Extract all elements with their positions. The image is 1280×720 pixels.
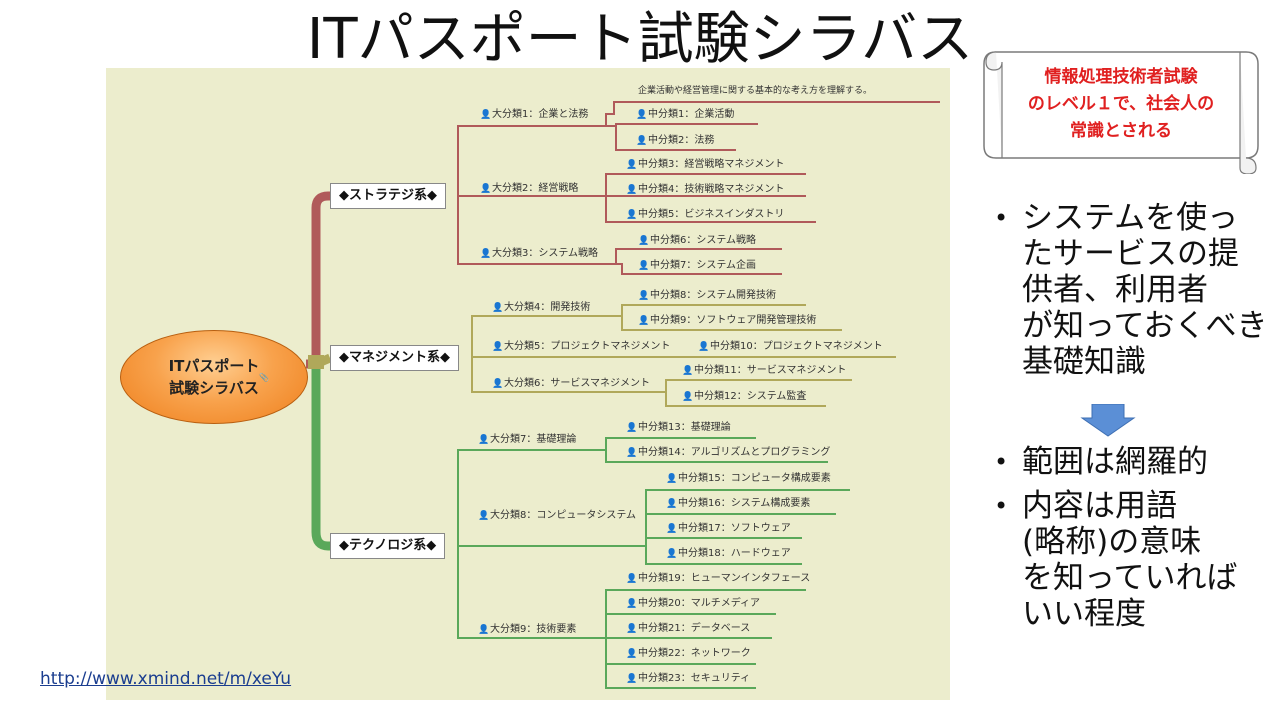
callout-line2: のレベル１で、社会人の bbox=[1027, 94, 1215, 114]
node-s14[interactable]: 👤中分類14：アルゴリズムとプログラミング bbox=[626, 447, 831, 458]
node-s17[interactable]: 👤中分類17：ソフトウェア bbox=[666, 523, 791, 534]
person-icon: 👤 bbox=[478, 511, 490, 521]
technology-branches bbox=[457, 437, 850, 689]
down-arrow-icon bbox=[1080, 404, 1136, 437]
person-icon: 👤 bbox=[626, 574, 638, 584]
person-icon: 👤 bbox=[626, 160, 638, 170]
person-icon: 👤 bbox=[480, 184, 492, 194]
node-m9[interactable]: 👤大分類9：技術要素 bbox=[478, 624, 577, 635]
category-strategy[interactable]: ◆ストラテジ系◆ bbox=[330, 183, 446, 209]
node-s22[interactable]: 👤中分類22：ネットワーク bbox=[626, 648, 751, 659]
node-s11[interactable]: 👤中分類11：サービスマネジメント bbox=[682, 365, 847, 376]
person-icon: 👤 bbox=[626, 185, 638, 195]
node-s13[interactable]: 👤中分類13：基礎理論 bbox=[626, 422, 731, 433]
person-icon: 👤 bbox=[638, 291, 650, 301]
node-s10[interactable]: 👤中分類10：プロジェクトマネジメント bbox=[698, 341, 883, 352]
person-icon: 👤 bbox=[666, 474, 678, 484]
bullet-list-2: • 範囲は網羅的 • 内容は用語 (略称)の意味 を知っていれば いい程度 bbox=[990, 444, 1270, 632]
scroll-callout-shape bbox=[983, 51, 1259, 174]
connector-technology bbox=[311, 364, 330, 551]
node-s9[interactable]: 👤中分類9：ソフトウェア開発管理技術 bbox=[638, 315, 817, 326]
connector-junction bbox=[308, 355, 324, 369]
node-s23[interactable]: 👤中分類23：セキュリティ bbox=[626, 673, 751, 684]
person-icon: 👤 bbox=[626, 649, 638, 659]
person-icon: 👤 bbox=[626, 448, 638, 458]
source-link[interactable]: http://www.xmind.net/m/xeYu bbox=[40, 669, 292, 689]
person-icon: 👤 bbox=[492, 303, 504, 313]
person-icon: 👤 bbox=[478, 435, 490, 445]
node-s3[interactable]: 👤中分類3：経営戦略マネジメント bbox=[626, 159, 785, 170]
person-icon: 👤 bbox=[626, 210, 638, 220]
node-m6[interactable]: 👤大分類6：サービスマネジメント bbox=[492, 378, 651, 389]
bullet-item: • 範囲は網羅的 bbox=[994, 444, 1208, 480]
person-icon: 👤 bbox=[480, 110, 492, 120]
node-s8[interactable]: 👤中分類8：システム開発技術 bbox=[638, 290, 777, 301]
node-s5[interactable]: 👤中分類5：ビジネスインダストリ bbox=[626, 209, 785, 220]
root-node[interactable]: ITパスポート 試験シラバス 📎 bbox=[120, 330, 308, 424]
person-icon: 👤 bbox=[682, 366, 694, 376]
person-icon: 👤 bbox=[666, 499, 678, 509]
person-icon: 👤 bbox=[626, 423, 638, 433]
person-icon: 👤 bbox=[638, 236, 650, 246]
root-label-line1: ITパスポート bbox=[168, 357, 260, 375]
node-s4[interactable]: 👤中分類4：技術戦略マネジメント bbox=[626, 184, 785, 195]
person-icon: 👤 bbox=[626, 599, 638, 609]
node-s19[interactable]: 👤中分類19：ヒューマンインタフェース bbox=[626, 573, 811, 584]
person-icon: 👤 bbox=[478, 625, 490, 635]
root-label-line2: 試験シラバス bbox=[169, 379, 259, 397]
strategy-note: 企業活動や経営管理に関する基本的な考え方を理解する。 bbox=[638, 86, 873, 96]
node-m8[interactable]: 👤大分類8：コンピュータシステム bbox=[478, 510, 637, 521]
person-icon: 👤 bbox=[682, 392, 694, 402]
person-icon: 👤 bbox=[492, 379, 504, 389]
connector-strategy bbox=[306, 191, 330, 369]
mindmap-connectors bbox=[306, 101, 940, 689]
category-management[interactable]: ◆マネジメント系◆ bbox=[330, 345, 459, 371]
node-s1[interactable]: 👤中分類1：企業活動 bbox=[636, 109, 735, 120]
bullet-dot: • bbox=[994, 492, 1009, 520]
node-s15[interactable]: 👤中分類15：コンピュータ構成要素 bbox=[666, 473, 831, 484]
slide-title: ITパスポート試験シラバス bbox=[306, 7, 974, 72]
person-icon: 👤 bbox=[666, 549, 678, 559]
bullet-item: • システムを使っ たサービスの提 供者、利用者 が知っておくべき 基礎知識 bbox=[994, 200, 1268, 380]
category-technology[interactable]: ◆テクノロジ系◆ bbox=[330, 533, 446, 559]
person-icon: 👤 bbox=[636, 110, 648, 120]
person-icon: 👤 bbox=[638, 261, 650, 271]
bullet-dot: • bbox=[994, 204, 1009, 232]
person-icon: 👤 bbox=[492, 342, 504, 352]
node-s6[interactable]: 👤中分類6：システム戦略 bbox=[638, 235, 757, 246]
person-icon: 👤 bbox=[626, 624, 638, 634]
node-s7[interactable]: 👤中分類7：システム企画 bbox=[638, 260, 757, 271]
node-s20[interactable]: 👤中分類20：マルチメディア bbox=[626, 598, 761, 609]
scroll-callout-text: 情報処理技術者試験 のレベル１で、社会人の 常識とされる bbox=[990, 64, 1252, 145]
strategy-branches bbox=[457, 101, 940, 275]
bullet-item: • 内容は用語 (略称)の意味 を知っていれば いい程度 bbox=[994, 488, 1238, 632]
node-m7[interactable]: 👤大分類7：基礎理論 bbox=[478, 434, 577, 445]
node-m1[interactable]: 👤大分類1：企業と法務 bbox=[480, 109, 589, 120]
bullet-dot: • bbox=[994, 448, 1009, 476]
callout-line1: 情報処理技術者試験 bbox=[1044, 67, 1198, 87]
person-icon: 👤 bbox=[698, 342, 710, 352]
callout-line3: 常識とされる bbox=[1070, 121, 1172, 141]
node-s12[interactable]: 👤中分類12：システム監査 bbox=[682, 391, 807, 402]
node-s2[interactable]: 👤中分類2：法務 bbox=[636, 135, 715, 146]
management-branches bbox=[471, 304, 896, 407]
node-s16[interactable]: 👤中分類16：システム構成要素 bbox=[666, 498, 811, 509]
root-attachment-icon: 📎 bbox=[259, 373, 269, 382]
person-icon: 👤 bbox=[666, 524, 678, 534]
bullet-list: • システムを使っ たサービスの提 供者、利用者 が知っておくべき 基礎知識 bbox=[990, 200, 1270, 380]
node-m4[interactable]: 👤大分類4：開発技術 bbox=[492, 302, 591, 313]
node-s18[interactable]: 👤中分類18：ハードウェア bbox=[666, 548, 791, 559]
person-icon: 👤 bbox=[480, 249, 492, 259]
person-icon: 👤 bbox=[636, 136, 648, 146]
person-icon: 👤 bbox=[626, 674, 638, 684]
node-s21[interactable]: 👤中分類21：データベース bbox=[626, 623, 751, 634]
person-icon: 👤 bbox=[638, 316, 650, 326]
node-m5[interactable]: 👤大分類5：プロジェクトマネジメント bbox=[492, 341, 671, 352]
node-m2[interactable]: 👤大分類2：経営戦略 bbox=[480, 183, 579, 194]
node-m3[interactable]: 👤大分類3：システム戦略 bbox=[480, 248, 599, 259]
mindmap: ITパスポート 試験シラバス 📎 ◆ストラテジ系◆ ◆マネジメント系◆ ◆テクノ… bbox=[106, 68, 950, 700]
